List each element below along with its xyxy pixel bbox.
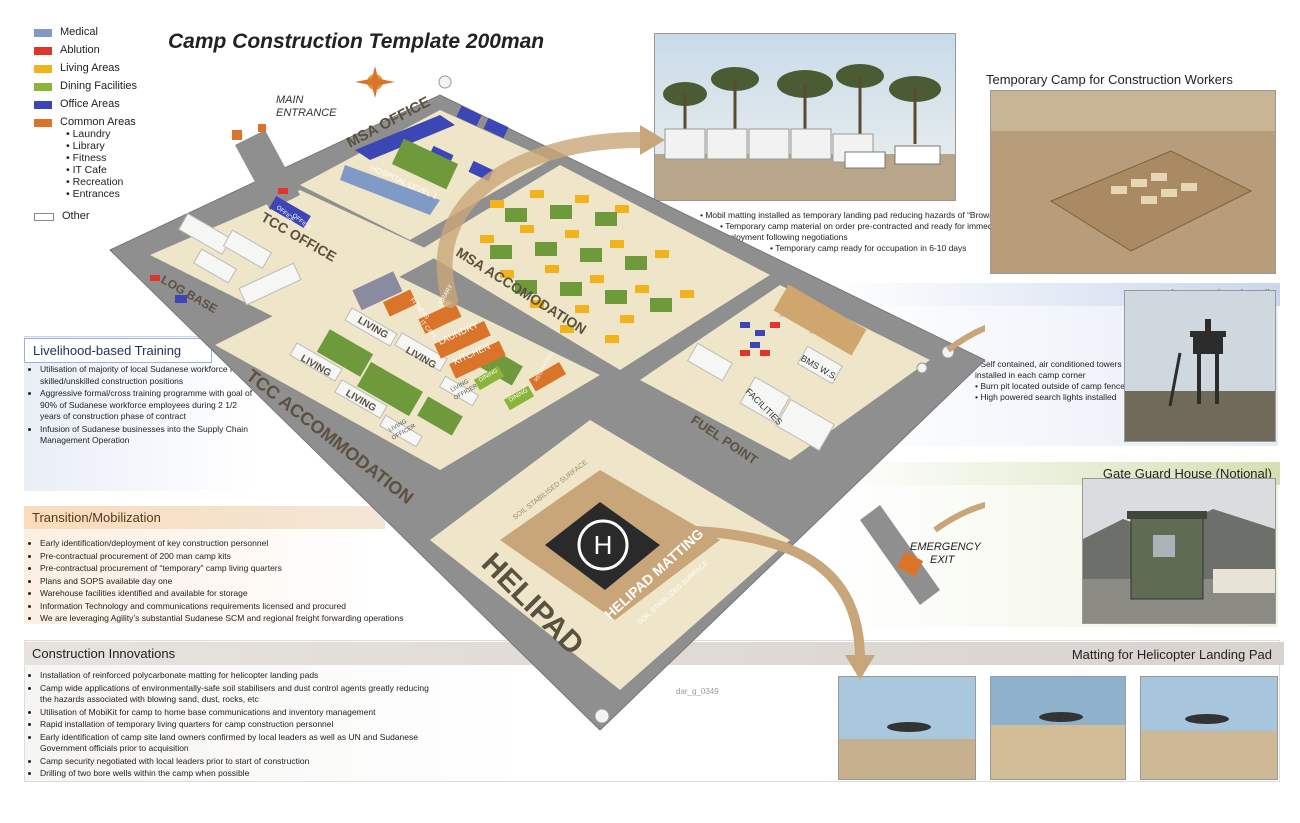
tcc-accom-buildings xyxy=(289,271,567,448)
photo-guard-tower-art xyxy=(1125,291,1275,441)
photo-heli-1-art xyxy=(839,677,975,779)
emergency-gate xyxy=(896,551,924,577)
ablution-unit xyxy=(150,275,160,281)
photo-temp-camp xyxy=(990,90,1276,274)
emergency-exit-label: EMERGENCY xyxy=(910,541,982,553)
main-entrance-label: ENTRANCE xyxy=(276,107,337,119)
helipad-pad xyxy=(545,502,660,590)
arrow-to-matting xyxy=(659,525,865,661)
legend-item-medical: Medical xyxy=(34,26,184,38)
photo-heli-2 xyxy=(990,676,1126,780)
camp-map: H xyxy=(109,66,985,731)
zone-log-base xyxy=(150,190,440,330)
legend-item-dining: Dining Facilities xyxy=(34,80,184,92)
arrow-to-guard-tower xyxy=(946,324,985,353)
helipad-circle xyxy=(577,519,629,571)
legend-swatch xyxy=(34,213,54,221)
photo-guard-tower xyxy=(1124,290,1276,442)
facilities-buildings xyxy=(686,284,867,452)
green-courtyard xyxy=(391,138,459,190)
photo-heli-1 xyxy=(838,676,976,780)
livelihood-header: Livelihood-based Training xyxy=(24,338,212,363)
photo-temp-landing xyxy=(654,33,956,201)
msa-accom-grid xyxy=(480,190,694,343)
legend-swatch xyxy=(34,47,52,55)
legend-swatch xyxy=(34,65,52,73)
office-building xyxy=(456,105,482,127)
photo-heli-2-art xyxy=(991,677,1125,779)
photo-heli-3 xyxy=(1140,676,1278,780)
main-entrance-label: MAIN xyxy=(276,94,304,106)
helipad-h-symbol: H xyxy=(594,530,613,560)
temp-camp-caption: Temporary Camp for Construction Workers xyxy=(986,72,1233,87)
ablution-unit xyxy=(278,188,288,194)
emergency-road xyxy=(860,505,940,605)
photo-gate-guard xyxy=(1082,478,1276,624)
legend-common-sublist: Laundry Library Fitness IT Cafe Recreati… xyxy=(34,128,184,200)
legend-item-office: Office Areas xyxy=(34,98,184,110)
legend: Medical Ablution Living Areas Dining Fac… xyxy=(34,26,184,228)
transition-header: Transition/Mobilization xyxy=(24,506,385,529)
photo-heli-3-art xyxy=(1141,677,1277,779)
entrance-gate xyxy=(232,130,242,140)
emergency-exit-label: EXIT xyxy=(930,554,956,566)
arrow-head xyxy=(640,125,665,155)
arrow-to-temp-camp xyxy=(436,132,648,308)
transition-list: Early identification/deployment of key c… xyxy=(22,538,440,626)
page-title: Camp Construction Template 200man xyxy=(168,30,545,53)
legend-swatch xyxy=(34,101,52,109)
legend-swatch xyxy=(34,83,52,91)
legend-item-ablution: Ablution xyxy=(34,44,184,56)
log-office-unit xyxy=(175,295,187,303)
tcc-office-building xyxy=(269,195,311,229)
legend-item-other: Other xyxy=(34,210,184,222)
hospital-building xyxy=(340,165,440,215)
legend-swatch xyxy=(34,119,52,127)
arrow-head xyxy=(845,655,875,680)
reference-id: dar_g_0349 xyxy=(676,687,719,696)
construction-list: Installation of reinforced polycarbonate… xyxy=(22,670,435,781)
legend-item-common: Common Areas xyxy=(34,116,184,128)
livelihood-list: Utilisation of majority of local Sudanes… xyxy=(22,364,255,448)
legend-item-living: Living Areas xyxy=(34,62,184,74)
compass-rose xyxy=(355,66,395,98)
office-building xyxy=(483,117,509,139)
legend-swatch xyxy=(34,29,52,37)
guard-tower-notes: Self contained, air conditioned towers i… xyxy=(975,359,1125,403)
log-base-buildings xyxy=(178,213,302,306)
entrance-gate xyxy=(258,124,266,132)
photo-gate-guard-art xyxy=(1083,479,1275,623)
temp-camp-notes: Mobil matting installed as temporary lan… xyxy=(700,210,1020,254)
matting-caption: Matting for Helicopter Landing Pad xyxy=(1071,647,1272,662)
photo-temp-landing-art xyxy=(655,34,955,200)
photo-temp-camp-art xyxy=(991,91,1275,273)
arrow-to-gate-guard xyxy=(933,501,985,533)
zone-tcc-accom xyxy=(215,265,600,470)
office-building xyxy=(355,115,455,160)
